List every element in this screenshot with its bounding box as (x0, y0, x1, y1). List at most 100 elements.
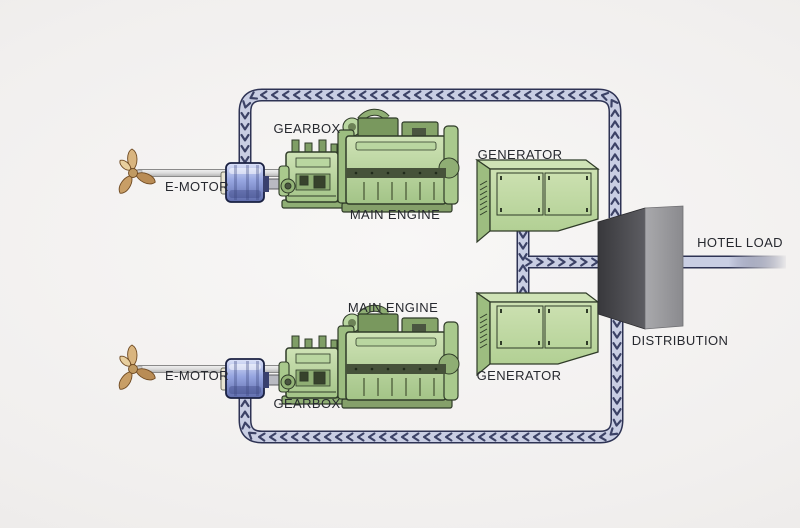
chevron-icon (518, 231, 528, 239)
distribution-front-face (597, 207, 646, 330)
chevron-icon (490, 90, 499, 100)
chevron-icon (433, 432, 442, 442)
chevron-icon (369, 90, 378, 100)
chevron-icon (518, 275, 528, 283)
chevron-icon (567, 90, 576, 100)
chevron-icon (378, 432, 387, 442)
chevron-icon (240, 144, 250, 153)
chevron-icon (501, 90, 510, 100)
chevron-icon (536, 257, 544, 267)
generator-upper (476, 159, 599, 243)
chevron-icon (446, 90, 455, 100)
chevron-icon (556, 90, 565, 100)
chevron-icon (589, 90, 598, 100)
chevron-icon (612, 418, 622, 427)
propulsion-train-lower (116, 308, 459, 408)
chevron-icon (499, 432, 508, 442)
chevron-icon (466, 432, 475, 442)
chevron-icon (726, 257, 734, 267)
chevron-icon (303, 90, 312, 100)
chevron-icon (518, 242, 528, 250)
chevron-icon (600, 91, 610, 101)
chevron-icon (249, 91, 259, 100)
chevron-icon (610, 131, 620, 139)
chevron-icon (488, 432, 497, 442)
chevron-icon (468, 90, 477, 100)
chevron-icon (380, 90, 389, 100)
chevron-icon (612, 386, 622, 394)
chevron-icon (270, 90, 279, 100)
label-e-motor-upper: E-MOTOR (165, 179, 229, 194)
chevron-icon (523, 90, 532, 100)
chevron-icon (512, 90, 521, 100)
chevron-icon (525, 257, 533, 267)
chevron-icon (612, 408, 622, 416)
chevron-icon (334, 432, 343, 442)
chevron-icon (610, 164, 620, 172)
chevron-icon (565, 432, 574, 442)
cable-layer (238, 88, 786, 444)
chevron-icon (477, 432, 486, 442)
chevron-icon (411, 432, 420, 442)
chevron-icon (576, 432, 585, 442)
chevron-icon (301, 432, 310, 442)
chevron-icon (325, 90, 334, 100)
chevron-icon (279, 432, 288, 442)
chevron-icon (356, 432, 365, 442)
label-layer: GEARBOX MAIN ENGINE GENERATOR E-MOTOR HO… (165, 121, 783, 411)
chevron-icon (554, 432, 563, 442)
distribution-box (597, 205, 684, 330)
chevron-icon (424, 90, 433, 100)
label-distribution: DISTRIBUTION (632, 333, 729, 348)
label-gearbox-lower: GEARBOX (273, 396, 340, 411)
chevron-icon (455, 432, 464, 442)
chevron-icon (693, 257, 701, 267)
chevron-icon (610, 175, 620, 183)
chevron-icon (610, 109, 620, 117)
chevron-icon (402, 90, 411, 100)
chevron-icon (413, 90, 422, 100)
label-main-engine-lower: MAIN ENGINE (348, 300, 438, 315)
chevron-icon (323, 432, 332, 442)
chevron-icon (612, 320, 622, 328)
chevron-icon (748, 257, 756, 267)
chevron-icon (510, 432, 519, 442)
chevron-icon (578, 90, 587, 100)
chevron-icon (240, 410, 250, 419)
chevron-icon (598, 432, 607, 442)
chevron-icon (259, 90, 268, 100)
chevron-icon (281, 90, 290, 100)
chevron-icon (400, 432, 409, 442)
chevron-icon (612, 353, 622, 361)
label-main-engine-upper: MAIN ENGINE (350, 207, 440, 222)
chevron-icon (612, 331, 622, 339)
chevron-icon (240, 399, 250, 408)
chevron-icon (543, 432, 552, 442)
chevron-icon (521, 432, 530, 442)
chevron-icon (240, 111, 250, 120)
chevron-icon (257, 432, 266, 442)
chevron-icon (558, 257, 566, 267)
chevron-icon (545, 90, 554, 100)
chevron-icon (610, 120, 620, 128)
chevron-icon (580, 257, 588, 267)
chevron-icon (610, 142, 620, 150)
chevron-icon (518, 286, 528, 294)
chevron-icon (532, 432, 541, 442)
chevron-icon (569, 257, 577, 267)
chevron-icon (312, 432, 321, 442)
chevron-icon (292, 90, 301, 100)
chevron-icon (682, 257, 690, 267)
chevron-icon (737, 257, 745, 267)
chevron-icon (247, 431, 257, 440)
cable-top-loop-fill (240, 90, 620, 218)
chevron-icon (391, 90, 400, 100)
chevron-icon (358, 90, 367, 100)
chevron-icon (422, 432, 431, 442)
chevron-icon (715, 257, 723, 267)
chevron-icon (457, 90, 466, 100)
chevron-icon (770, 257, 778, 267)
chevron-icon (610, 208, 620, 216)
chevron-icon (345, 432, 354, 442)
